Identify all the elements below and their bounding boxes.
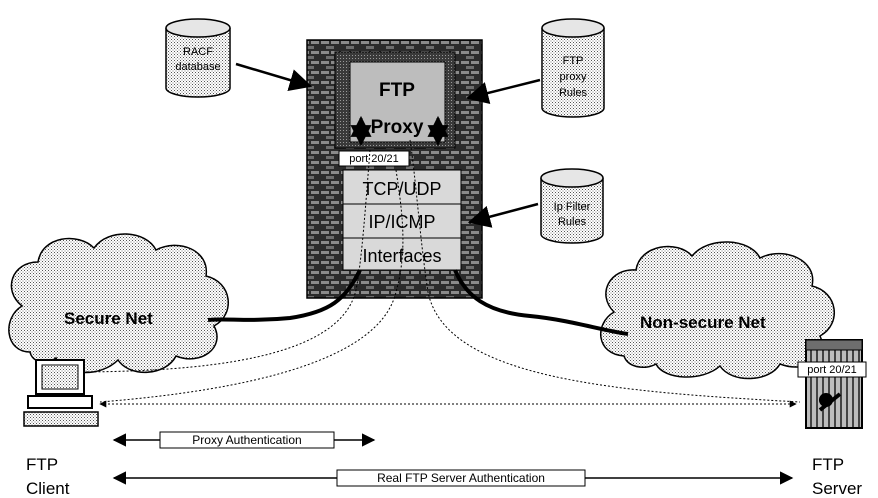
ftp-rules-arrow [465, 78, 541, 105]
proxy-auth-box [159, 431, 335, 449]
ftp-rules-cylinder [541, 18, 605, 118]
nonsecure-link [453, 269, 629, 336]
real-auth-box [336, 469, 586, 487]
ip-filter-arrow [467, 202, 539, 228]
ftp-rules-line1: FTP [563, 55, 584, 67]
nonsecure-net-label: Non-secure Net [640, 313, 766, 332]
real-auth-label: Real FTP Server Authentication [377, 471, 545, 485]
client-label-line2: Client [26, 479, 70, 498]
firewall-port-badge [338, 150, 410, 167]
client-computer-icon [23, 359, 99, 427]
secure-link [207, 269, 362, 322]
server-icon [805, 339, 863, 429]
racf-database-cylinder [165, 18, 231, 98]
racf-label-line2: database [175, 61, 220, 73]
interfaces-layer: Interfaces [362, 246, 441, 266]
proxy-auth-label: Proxy Authentication [192, 433, 301, 447]
ip-filter-line1: Ip Filter [554, 201, 591, 213]
racf-arrow [235, 62, 313, 92]
firewall-port-label: port 20/21 [349, 153, 399, 165]
ftp-proxy-subtitle: Proxy [371, 117, 424, 138]
ftp-proxy-title: FTP [379, 80, 415, 101]
client-label-line1: FTP [26, 455, 58, 474]
secure-net-label: Secure Net [64, 309, 153, 328]
tcp-udp-layer: TCP/UDP [362, 179, 441, 199]
ftp-rules-line3: Rules [559, 87, 588, 99]
ip-filter-rules-cylinder [540, 168, 604, 244]
ftp-rules-line2: proxy [560, 71, 587, 83]
nonsecure-net-cloud [600, 241, 835, 380]
server-port-label: port 20/21 [807, 364, 857, 376]
secure-net-cloud [8, 233, 229, 374]
server-port-badge [797, 361, 867, 378]
server-label-line2: Server [812, 479, 862, 498]
ftp-proxy: FTP Proxy [350, 80, 449, 147]
data-paths [69, 139, 801, 408]
server-label-line1: FTP [812, 455, 844, 474]
ip-filter-line2: Rules [558, 216, 587, 228]
racf-label-line1: RACF [183, 46, 213, 58]
